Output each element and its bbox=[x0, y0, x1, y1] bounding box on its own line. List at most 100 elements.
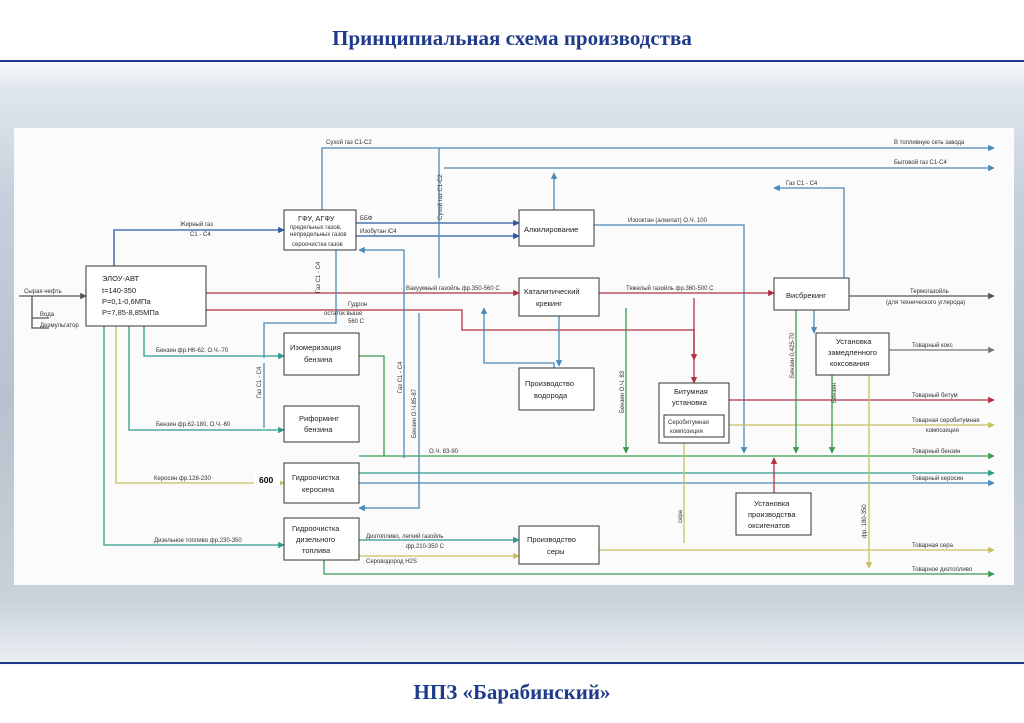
svg-text:Вода: Вода bbox=[40, 312, 55, 318]
svg-text:Установка: Установка bbox=[754, 499, 790, 508]
line-gas-isom bbox=[263, 242, 340, 358]
svg-text:бензина: бензина bbox=[304, 425, 333, 434]
line-isooctane bbox=[594, 224, 748, 454]
svg-text:фр. 180-350: фр. 180-350 bbox=[862, 504, 868, 538]
svg-text:Бытовой газ С1-С4: Бытовой газ С1-С4 bbox=[894, 159, 947, 166]
svg-text:(для технического углерода): (для технического углерода) bbox=[886, 300, 965, 306]
svg-text:керосина: керосина bbox=[302, 485, 335, 494]
line-diesel bbox=[103, 318, 285, 549]
svg-text:непредельных газов: непредельных газов bbox=[290, 232, 347, 238]
svg-text:Бензин 0,425-70: Бензин 0,425-70 bbox=[790, 332, 796, 378]
svg-text:Товарное дизтопливо: Товарное дизтопливо bbox=[912, 567, 973, 573]
svg-text:t=140-350: t=140-350 bbox=[102, 286, 136, 295]
svg-text:Дизтопливо, легкий газойль: Дизтопливо, легкий газойль bbox=[366, 533, 443, 540]
svg-text:Товарная серобитумная: Товарная серобитумная bbox=[912, 418, 979, 424]
page-title: Принципиальная схема производства bbox=[332, 26, 692, 50]
svg-text:Газ С1 - С4: Газ С1 - С4 bbox=[786, 181, 818, 187]
svg-text:Висбрекинг: Висбрекинг bbox=[786, 291, 826, 300]
svg-text:Термогазойль: Термогазойль bbox=[910, 288, 949, 295]
title-rule bbox=[0, 60, 1024, 62]
svg-text:Алкилирование: Алкилирование bbox=[524, 225, 578, 234]
footer-rule bbox=[0, 662, 1024, 664]
svg-text:оксигенатов: оксигенатов bbox=[748, 521, 790, 530]
svg-text:замедленного: замедленного bbox=[828, 348, 877, 357]
svg-text:производства: производства bbox=[748, 510, 796, 519]
svg-text:Газ С1 - С4: Газ С1 - С4 bbox=[257, 366, 263, 398]
svg-text:Сухой газ С1-С2: Сухой газ С1-С2 bbox=[326, 139, 372, 146]
svg-text:Бензин О.Ч.85-87: Бензин О.Ч.85-87 bbox=[412, 388, 418, 438]
svg-text:В топливную сеть завода: В топливную сеть завода bbox=[894, 140, 965, 146]
badge-box bbox=[254, 472, 280, 486]
svg-text:ГФУ, АГФУ: ГФУ, АГФУ bbox=[298, 214, 335, 223]
line-labels: Сухой газ С1-С2 В топливную сеть завода … bbox=[24, 139, 979, 573]
svg-text:композиция: композиция bbox=[926, 428, 959, 434]
svg-text:Бензин фр.НК-62, О.Ч.-70: Бензин фр.НК-62, О.Ч.-70 bbox=[156, 348, 229, 354]
svg-text:Гудрон: Гудрон bbox=[348, 302, 367, 308]
svg-text:Товарный керосин: Товарный керосин bbox=[912, 475, 963, 482]
svg-text:дизельного: дизельного bbox=[296, 535, 335, 544]
svg-text:Серобитумная: Серобитумная bbox=[668, 420, 709, 426]
svg-text:560 С: 560 С bbox=[348, 319, 365, 325]
svg-text:Сухой газ С1-С2: Сухой газ С1-С2 bbox=[437, 174, 444, 220]
svg-text:Деэмульгатор: Деэмульгатор bbox=[40, 323, 79, 329]
svg-text:Производство: Производство bbox=[525, 379, 574, 388]
line-gasoline-62180 bbox=[128, 318, 285, 434]
svg-text:Вакуумный газойль фр.350-560 С: Вакуумный газойль фр.350-560 С bbox=[406, 285, 500, 292]
svg-text:предельных газов,: предельных газов, bbox=[290, 225, 342, 231]
svg-text:композиция: композиция bbox=[670, 429, 703, 435]
line-isom-product bbox=[359, 355, 385, 456]
svg-text:топлива: топлива bbox=[302, 546, 331, 555]
box-catcrack: Каталитический крекинг bbox=[518, 277, 600, 317]
svg-text:установка: установка bbox=[672, 398, 708, 407]
svg-text:Товарный битум: Товарный битум bbox=[912, 392, 958, 399]
box-bitumen: Битумная установка Серобитумная композиц… bbox=[658, 382, 730, 444]
line-gasoline-nk62 bbox=[143, 318, 285, 360]
svg-text:Товарная сера: Товарная сера bbox=[912, 543, 954, 549]
box-gfu: ГФУ, АГФУ предельных газов, непредельных… bbox=[283, 209, 357, 251]
diagram-panel: ЭЛОУ-АВТ t=140-350 P=0,1-0,6МПа P=7,85-8… bbox=[14, 128, 1014, 585]
svg-text:P=0,1-0,6МПа: P=0,1-0,6МПа bbox=[102, 297, 151, 306]
svg-text:Производство: Производство bbox=[527, 535, 576, 544]
footer-title: НПЗ «Барабинский» bbox=[413, 680, 611, 704]
svg-text:Дизельное топливо фр.230-350: Дизельное топливо фр.230-350 bbox=[154, 538, 242, 544]
svg-text:Гидроочистка: Гидроочистка bbox=[292, 524, 340, 533]
svg-text:Битумная: Битумная bbox=[674, 387, 708, 396]
box-visbreak: Висбрекинг bbox=[773, 277, 850, 311]
box-reforming: Риформинг бензина bbox=[283, 405, 360, 443]
box-hydrogen: Производство водорода bbox=[518, 367, 595, 411]
svg-text:Каталитический: Каталитический bbox=[524, 287, 580, 296]
svg-text:Сырая нефть: Сырая нефть bbox=[24, 289, 62, 295]
svg-text:Тяжелый газойль фр.360-500 С: Тяжелый газойль фр.360-500 С bbox=[626, 285, 714, 292]
svg-text:Бензин фр.62-180, О.Ч.-60: Бензин фр.62-180, О.Ч.-60 bbox=[156, 422, 231, 428]
box-diesel: Гидроочистка дизельного топлива bbox=[283, 517, 360, 561]
svg-text:Газ С1 - С4: Газ С1 - С4 bbox=[316, 261, 322, 293]
svg-text:Изомеризация: Изомеризация bbox=[290, 343, 341, 352]
svg-text:Бензин О.Ч. 83: Бензин О.Ч. 83 bbox=[620, 370, 626, 413]
svg-text:сероочистка газов: сероочистка газов bbox=[292, 242, 343, 248]
line-gas-right bbox=[358, 246, 405, 458]
box-kerosene: Гидроочистка керосина bbox=[283, 462, 360, 504]
svg-text:серы: серы bbox=[547, 547, 564, 556]
line-gfu-down bbox=[358, 313, 420, 512]
svg-text:водорода: водорода bbox=[534, 391, 568, 400]
svg-text:Изооктан (алкилат) О.Ч. 100: Изооктан (алкилат) О.Ч. 100 bbox=[628, 218, 708, 224]
line-dry-gas bbox=[321, 144, 995, 216]
line-demuls bbox=[31, 318, 49, 329]
box-alkylation: Алкилирование bbox=[518, 209, 595, 247]
svg-text:Установка: Установка bbox=[836, 337, 872, 346]
line-diesel-product bbox=[323, 560, 995, 578]
svg-text:сера: сера bbox=[678, 509, 684, 523]
svg-text:фр.210-350 С: фр.210-350 С bbox=[406, 544, 445, 550]
svg-text:Товарный бензин: Товарный бензин bbox=[912, 448, 960, 455]
line-kerosene bbox=[115, 318, 285, 487]
box-elou: ЭЛОУ-АВТ t=140-350 P=0,1-0,6МПа P=7,85-8… bbox=[85, 265, 207, 327]
line-fat-gas bbox=[113, 226, 285, 268]
svg-text:Керосин фр.128-230: Керосин фр.128-230 bbox=[154, 476, 211, 482]
svg-text:коксования: коксования bbox=[830, 359, 869, 368]
box-coking: Установка замедленного коксования bbox=[815, 332, 890, 376]
svg-text:Газ С1 - С4: Газ С1 - С4 bbox=[398, 361, 404, 393]
svg-text:Гидроочистка: Гидроочистка bbox=[292, 473, 340, 482]
svg-text:бензина: бензина bbox=[304, 355, 333, 364]
svg-text:P=7,85-8,85МПа: P=7,85-8,85МПа bbox=[102, 308, 160, 317]
svg-text:Бензин: Бензин bbox=[832, 383, 838, 403]
